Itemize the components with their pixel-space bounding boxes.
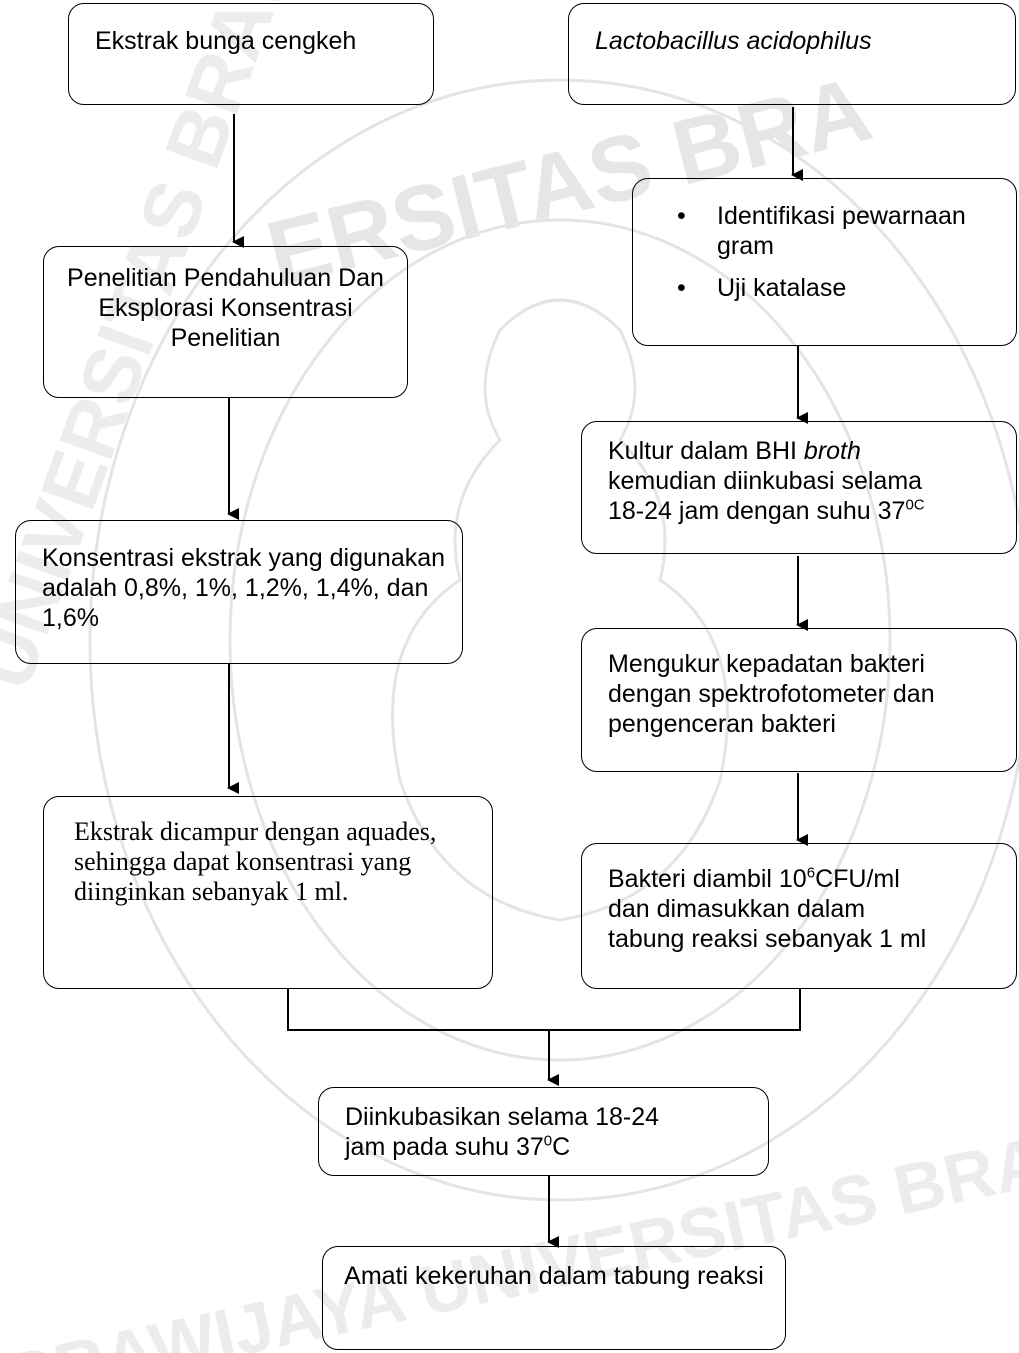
box-ekstrak-bunga-cengkeh: Ekstrak bunga cengkeh	[68, 3, 434, 105]
box-bakteri-diambil: Bakteri diambil 106CFU/ml dan dimasukkan…	[581, 843, 1017, 989]
box-penelitian-pendahuluan: Penelitian Pendahuluan Dan Eksplorasi Ko…	[43, 246, 408, 398]
box-ekstrak-dicampur: Ekstrak dicampur dengan aquades, sehingg…	[43, 796, 493, 989]
bakteri-line-3: tabung reaksi sebanyak 1 ml	[608, 925, 927, 953]
merge-line	[287, 989, 801, 1031]
identifikasi-list: Identifikasi pewarnaan gram Uji katalase	[633, 201, 1004, 303]
bakteri-line-1: Bakteri diambil 106CFU/ml	[608, 864, 900, 893]
kultur-line-3: 18-24 jam dengan suhu 370C	[608, 496, 925, 525]
identifikasi-item-gram: Identifikasi pewarnaan gram	[633, 201, 1004, 261]
box-amati-kekeruhan-text: Amati kekeruhan dalam tabung reaksi	[344, 1262, 764, 1290]
box-mengukur-kepadatan: Mengukur kepadatan bakteri dengan spektr…	[581, 628, 1017, 772]
box-ekstrak-dicampur-text: Ekstrak dicampur dengan aquades, sehingg…	[74, 817, 437, 906]
kultur-line-1: Kultur dalam BHI broth	[608, 437, 861, 465]
box-penelitian-pendahuluan-text: Penelitian Pendahuluan Dan Eksplorasi Ko…	[67, 264, 384, 352]
diinkubasikan-line-2: jam pada suhu 370C	[345, 1132, 571, 1161]
kultur-line-2: kemudian diinkubasi selama	[608, 467, 923, 495]
box-amati-kekeruhan: Amati kekeruhan dalam tabung reaksi	[322, 1246, 786, 1350]
identifikasi-item-katalase: Uji katalase	[633, 273, 1004, 303]
bakteri-line-2: dan dimasukkan dalam	[608, 895, 866, 923]
box-mengukur-kepadatan-text: Mengukur kepadatan bakteri dengan spektr…	[608, 650, 935, 738]
box-diinkubasikan: Diinkubasikan selama 18-24 jam pada suhu…	[318, 1087, 769, 1176]
box-konsentrasi-ekstrak: Konsentrasi ekstrak yang digunakan adala…	[15, 520, 463, 664]
box-lactobacillus: Lactobacillus acidophilus	[568, 3, 1016, 105]
diinkubasikan-line-1: Diinkubasikan selama 18-24	[345, 1103, 660, 1131]
box-identifikasi: Identifikasi pewarnaan gram Uji katalase	[632, 178, 1017, 346]
box-kultur-bhi: Kultur dalam BHI broth kemudian diinkuba…	[581, 421, 1017, 554]
box-lactobacillus-text: Lactobacillus acidophilus	[595, 27, 872, 55]
box-ekstrak-bunga-cengkeh-text: Ekstrak bunga cengkeh	[95, 27, 357, 55]
box-konsentrasi-ekstrak-text: Konsentrasi ekstrak yang digunakan adala…	[42, 544, 446, 632]
